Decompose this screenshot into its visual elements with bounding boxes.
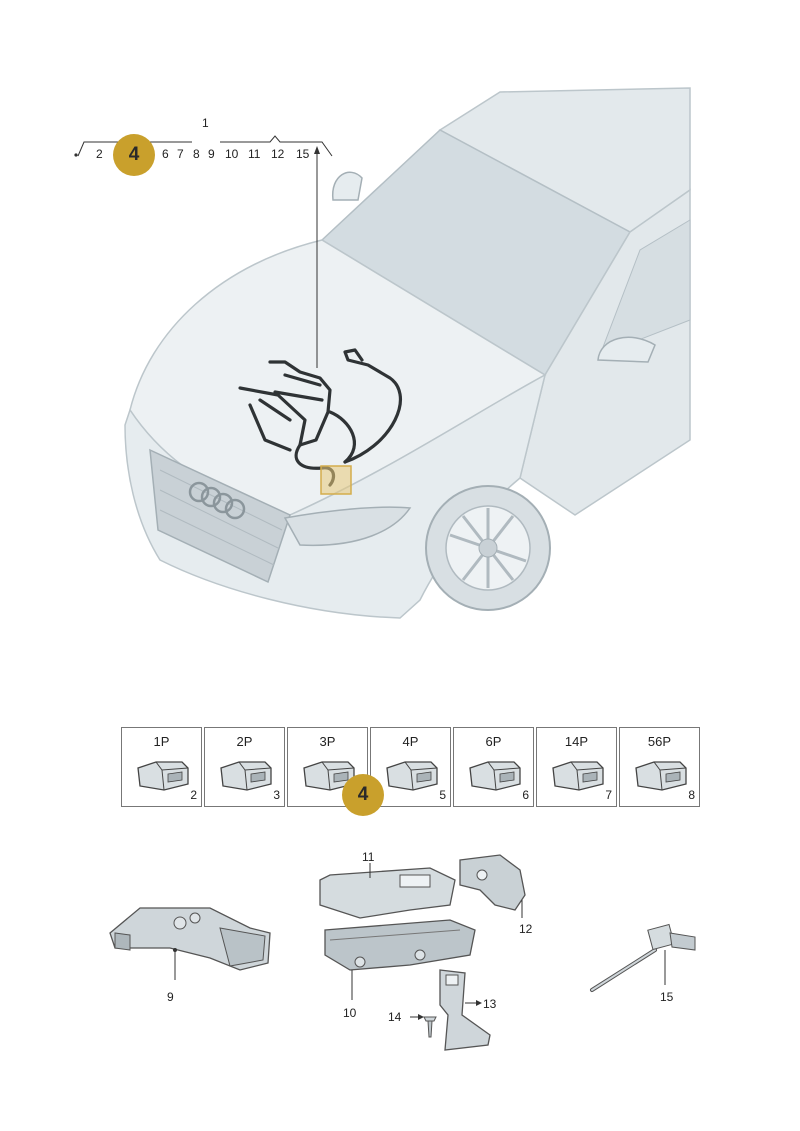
connector-pins-label: 56P: [647, 734, 672, 749]
connector-plug-icon: [469, 761, 521, 791]
mirror-right: [597, 336, 656, 363]
part-9-illustration: [109, 907, 271, 980]
part-label-10: 10: [343, 1006, 357, 1020]
logo-rings: [188, 481, 246, 520]
part-13-14-illustration: [410, 969, 491, 1051]
connector-pins-label: 2P: [236, 734, 253, 749]
part-15-illustration: [590, 923, 696, 992]
connector-cell[interactable]: 2P 3: [204, 727, 285, 807]
part-label-11: 11: [362, 850, 375, 864]
car-illustration: [124, 87, 691, 619]
part-label-13: 13: [483, 997, 497, 1011]
callout-item-9: 9: [208, 147, 215, 161]
part-label-15: 15: [660, 990, 674, 1004]
connector-part-number: 3: [273, 788, 280, 802]
connector-plug-icon: [635, 761, 687, 791]
connector-part-number: 6: [522, 788, 529, 802]
connector-part-number: 5: [439, 788, 446, 802]
callout-group-label: 1: [202, 116, 209, 130]
callout-item-8: 8: [193, 147, 200, 161]
callout-bracket: [74, 135, 333, 157]
connector-cell[interactable]: 14P 7: [536, 727, 617, 807]
part-10-11-12-illustration: [319, 854, 526, 1000]
connector-cell[interactable]: 1P 2: [121, 727, 202, 807]
side-window: [599, 219, 691, 356]
callout-item-15: 15: [296, 147, 310, 161]
connector-part-number: 2: [190, 788, 197, 802]
connector-badge[interactable]: 4: [342, 774, 384, 816]
callout-item-2: 2: [96, 147, 103, 161]
callout-item-6: 6: [162, 147, 169, 161]
wiring-harness: [238, 348, 403, 487]
connector-cell[interactable]: 56P 8: [619, 727, 700, 807]
connector-plug-icon: [552, 761, 604, 791]
connector-pins-label: 1P: [153, 734, 170, 749]
part-label-14: 14: [388, 1010, 402, 1024]
grille: [149, 448, 291, 584]
callout-item-7: 7: [177, 147, 184, 161]
connector-plug-icon: [220, 761, 272, 791]
connector-pins-label: 3P: [319, 734, 336, 749]
connector-cell[interactable]: 6P 6: [453, 727, 534, 807]
mirror-left: [332, 171, 363, 201]
connector-table: 1P22P33P44P56P614P756P8: [121, 727, 702, 809]
highlight-area: [320, 465, 352, 495]
callout-item-12: 12: [271, 147, 285, 161]
connector-part-number: 7: [605, 788, 612, 802]
part-label-12: 12: [519, 922, 533, 936]
callout-item-11: 11: [248, 147, 261, 161]
highlight-badge[interactable]: 4: [113, 134, 155, 176]
callout-item-10: 10: [225, 147, 239, 161]
connector-plug-icon: [137, 761, 189, 791]
connector-part-number: 8: [688, 788, 695, 802]
connector-plug-icon: [386, 761, 438, 791]
connector-pins-label: 4P: [402, 734, 419, 749]
connector-pins-label: 14P: [564, 734, 589, 749]
connector-cell[interactable]: 3P4: [287, 727, 368, 807]
headlight: [283, 506, 412, 547]
part-label-9: 9: [167, 990, 174, 1004]
connector-cell[interactable]: 4P 5: [370, 727, 451, 807]
connector-pins-label: 6P: [485, 734, 502, 749]
